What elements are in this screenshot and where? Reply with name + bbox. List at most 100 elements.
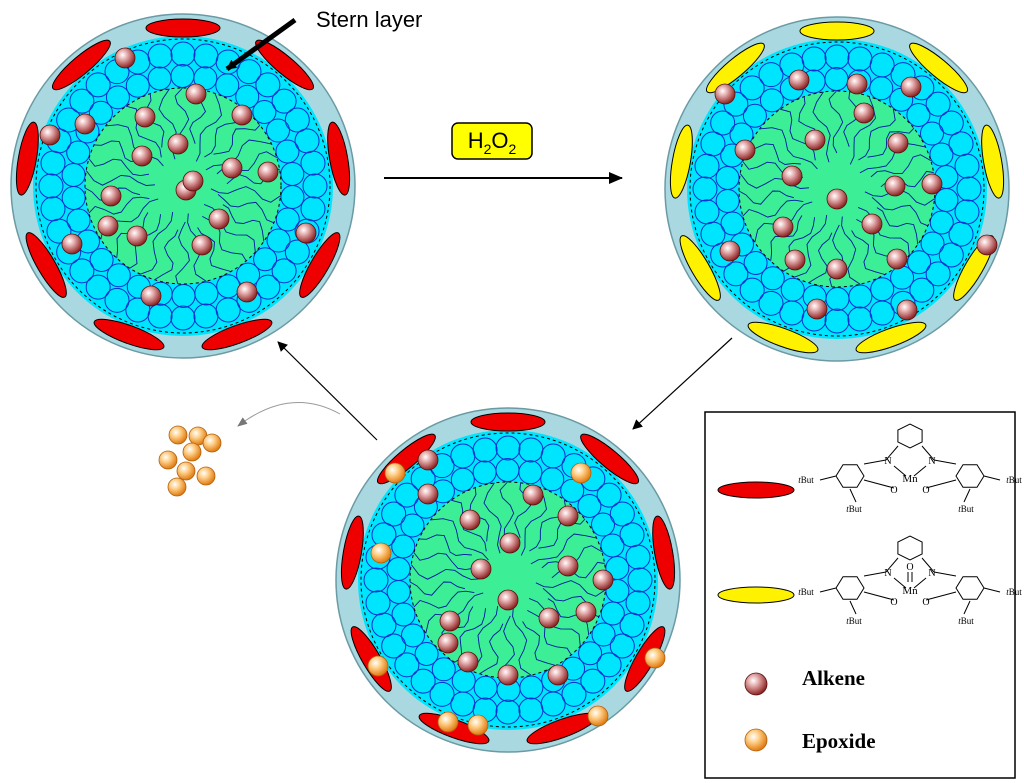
micelle-mn3 (10, 13, 356, 359)
alkene-molecule (61, 233, 83, 255)
surfactant-tail (851, 230, 885, 275)
alkene-molecule (236, 281, 258, 303)
mn3-catalyst (327, 121, 351, 196)
surfactant-tail (205, 139, 272, 171)
alkene-molecule (437, 632, 459, 654)
alkene-molecule (719, 240, 741, 262)
alkene-molecule (538, 607, 560, 629)
surfactant-head (907, 250, 932, 275)
epoxide-molecule (196, 466, 216, 486)
surfactant-head (275, 207, 300, 232)
surfactant-head (801, 46, 827, 72)
surfactant-head (106, 263, 131, 288)
tbutyl-label: tBut (846, 504, 862, 514)
surfactant-tail (871, 196, 928, 227)
surfactant-head (88, 100, 113, 125)
alkene-molecule (522, 484, 544, 506)
surfactant-tail (759, 127, 818, 170)
alkene-molecule (470, 558, 492, 580)
alkene-molecule (784, 249, 806, 271)
surfactant-tail (140, 211, 174, 275)
surfactant-head (170, 305, 196, 331)
surfactant-head (38, 173, 64, 199)
epoxide-molecule (168, 425, 188, 445)
surfactant-head (619, 612, 645, 638)
surfactant-tail (217, 193, 274, 224)
surfactant-head (105, 85, 130, 110)
surfactant-head (431, 657, 456, 682)
micelle-core (410, 482, 606, 678)
surfactant-head (600, 601, 625, 626)
surfactant-head (381, 501, 407, 527)
surfactant-head (938, 242, 964, 268)
reagent-box: H2O2 (451, 122, 533, 160)
surfactant-head (692, 176, 718, 202)
surfactant-tail (514, 482, 532, 538)
surfactant-head (284, 239, 310, 265)
surfactant-head (85, 274, 111, 300)
surfactant-head (758, 290, 784, 316)
mn-oxo-catalyst (679, 235, 721, 301)
alkene-molecule (886, 248, 908, 270)
surfactant-head (473, 675, 498, 700)
surfactant-head (252, 100, 277, 125)
surfactant-head (591, 512, 616, 537)
surfactant-head (215, 73, 240, 98)
surfactant-head (400, 513, 425, 538)
alkene-molecule (457, 651, 479, 673)
surfactant-tail (213, 124, 261, 155)
surfactant-tail (857, 206, 910, 256)
surfactant-head (518, 697, 544, 723)
stern-boundary (35, 38, 331, 334)
surfactant-head (450, 467, 475, 492)
surfactant-head (302, 173, 328, 199)
mn3-catalyst (652, 515, 676, 590)
tbutyl-label: tBut (798, 587, 814, 597)
surfactant-tail (843, 91, 861, 147)
epoxide-molecule (437, 711, 459, 733)
surfactant-head (600, 533, 625, 558)
alkene-molecule (853, 102, 875, 124)
structure-atom-label: O (890, 597, 897, 608)
surfactant-tail (413, 552, 475, 571)
surfactant-tail (739, 173, 810, 189)
surfactant-head (363, 567, 389, 593)
alkene-molecule (557, 505, 579, 527)
tbutyl-label: tBut (958, 616, 974, 626)
surfactant-head (609, 633, 635, 659)
epoxide-molecule (570, 462, 592, 484)
mn-oxo-catalyst (705, 42, 765, 94)
surfactant-tail (742, 199, 804, 218)
surfactant-head (85, 72, 111, 98)
alkene-molecule (114, 47, 136, 69)
stern-boundary (360, 432, 656, 728)
core-boundary (84, 87, 282, 285)
micelle-mixed (335, 407, 681, 753)
surfactant-head (170, 41, 196, 67)
surfactant-head (472, 437, 498, 463)
surfactant-head (561, 681, 587, 707)
surfactant-tail (535, 580, 606, 597)
surfactant-tail (418, 534, 472, 556)
surfactant-head (66, 140, 91, 165)
epoxide-molecule (384, 462, 406, 484)
surfactant-head (710, 110, 736, 136)
surfactant-head (739, 277, 765, 303)
alkene-molecule (257, 161, 279, 183)
structure-atom-label: O (906, 562, 913, 573)
surfactant-head (540, 467, 565, 492)
alkene-molecule (547, 664, 569, 686)
surfactant-head (596, 482, 622, 508)
surfactant-head (925, 91, 951, 117)
surfactant-head (596, 652, 622, 678)
arrow-return (277, 341, 378, 441)
epoxide-molecule (370, 542, 392, 564)
micelle-mn-oxo (664, 16, 1010, 362)
surfactant-head (694, 199, 720, 225)
alkene-molecule (575, 601, 597, 623)
stern-boundary (689, 41, 985, 337)
surfactant-head (255, 72, 281, 98)
surfactant-tail (876, 207, 919, 245)
alkene-molecule (826, 188, 848, 210)
